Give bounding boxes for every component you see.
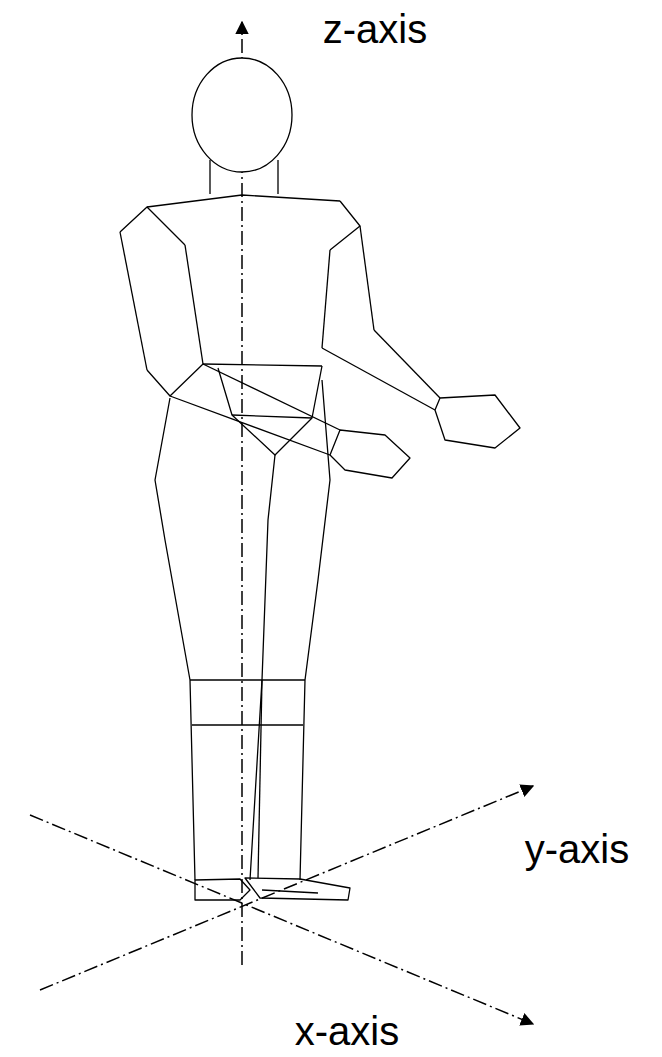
axes: [30, 22, 533, 1024]
axis-label: z-axis: [321, 9, 429, 49]
y-axis-line: [40, 786, 533, 990]
x-axis-line: [30, 815, 533, 1024]
axis-label: y-axis: [523, 829, 631, 869]
figure: [120, 58, 520, 900]
axis-label: x-axis: [293, 1011, 401, 1051]
